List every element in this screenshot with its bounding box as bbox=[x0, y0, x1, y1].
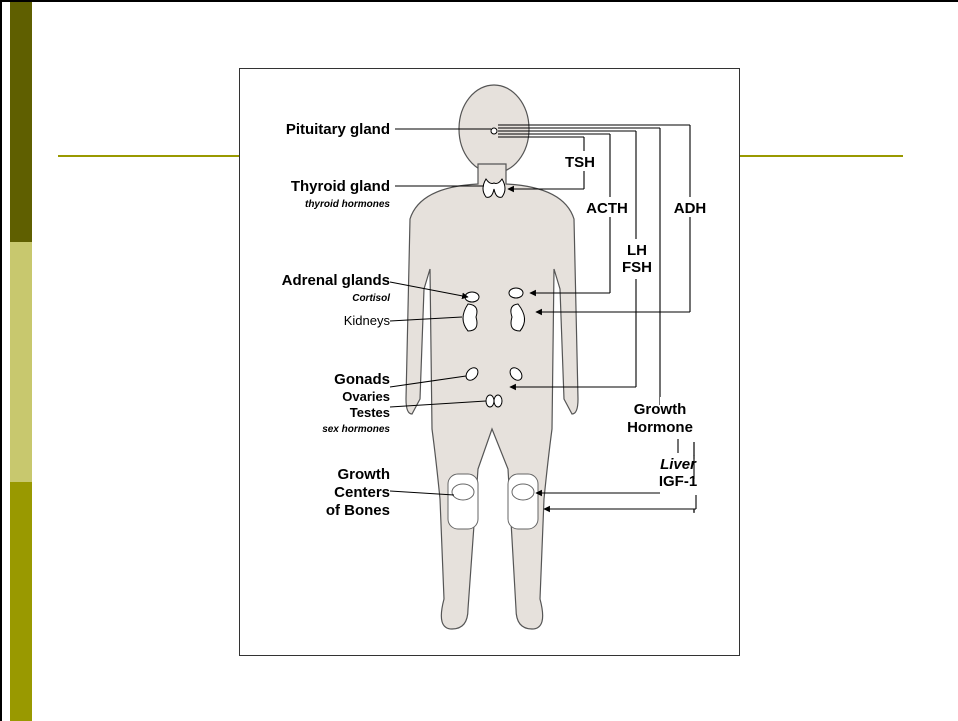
tsh-box: TSH bbox=[562, 151, 598, 171]
growth-hormone-box: Growth Hormone bbox=[627, 397, 730, 436]
lh-label: LH bbox=[627, 242, 647, 259]
thyroid-label: Thyroid gland bbox=[291, 178, 390, 195]
adh-label: ADH bbox=[674, 200, 707, 217]
accent-bar-bottom bbox=[10, 482, 32, 721]
accent-bar-top bbox=[10, 2, 32, 242]
growth-hormone-label-line1: Growth bbox=[634, 401, 687, 418]
ovaries-label: Ovaries bbox=[342, 389, 390, 404]
adh-box: ADH bbox=[670, 197, 710, 217]
knee-joint-shapes bbox=[448, 474, 538, 529]
liver-label: Liver bbox=[660, 456, 697, 473]
cortisol-label: Cortisol bbox=[352, 293, 390, 304]
fsh-label: FSH bbox=[622, 259, 652, 276]
title-rule-right bbox=[740, 155, 903, 157]
acth-label: ACTH bbox=[586, 200, 628, 217]
growth-centers-label-line2: Centers bbox=[334, 484, 390, 501]
growth-hormone-label-line2: Hormone bbox=[627, 419, 693, 436]
title-rule-left bbox=[58, 155, 240, 157]
tsh-label: TSH bbox=[565, 154, 595, 171]
lh-fsh-box: LH FSH bbox=[620, 239, 654, 279]
testes-label: Testes bbox=[350, 405, 390, 420]
liver-box: Liver IGF-1 bbox=[659, 456, 697, 490]
pituitary-label: Pituitary gland bbox=[286, 121, 390, 138]
growth-centers-label-line3: of Bones bbox=[326, 502, 390, 519]
accent-bar-middle bbox=[10, 242, 32, 482]
growth-centers-label-line1: Growth bbox=[338, 466, 391, 483]
adrenal-label: Adrenal glands bbox=[282, 272, 390, 289]
kidneys-label: Kidneys bbox=[344, 313, 391, 328]
igf-label: IGF-1 bbox=[659, 473, 697, 490]
body-silhouette bbox=[406, 85, 578, 629]
acth-box: ACTH bbox=[584, 197, 630, 217]
endocrine-diagram: Pituitary gland Thyroid gland thyroid ho… bbox=[239, 68, 740, 656]
endocrine-diagram-svg: Pituitary gland Thyroid gland thyroid ho… bbox=[240, 69, 739, 655]
pituitary-gland-shape bbox=[491, 128, 497, 134]
sex-hormones-label: sex hormones bbox=[322, 424, 390, 435]
thyroid-hormones-label: thyroid hormones bbox=[305, 199, 390, 210]
gonads-label: Gonads bbox=[334, 371, 390, 388]
